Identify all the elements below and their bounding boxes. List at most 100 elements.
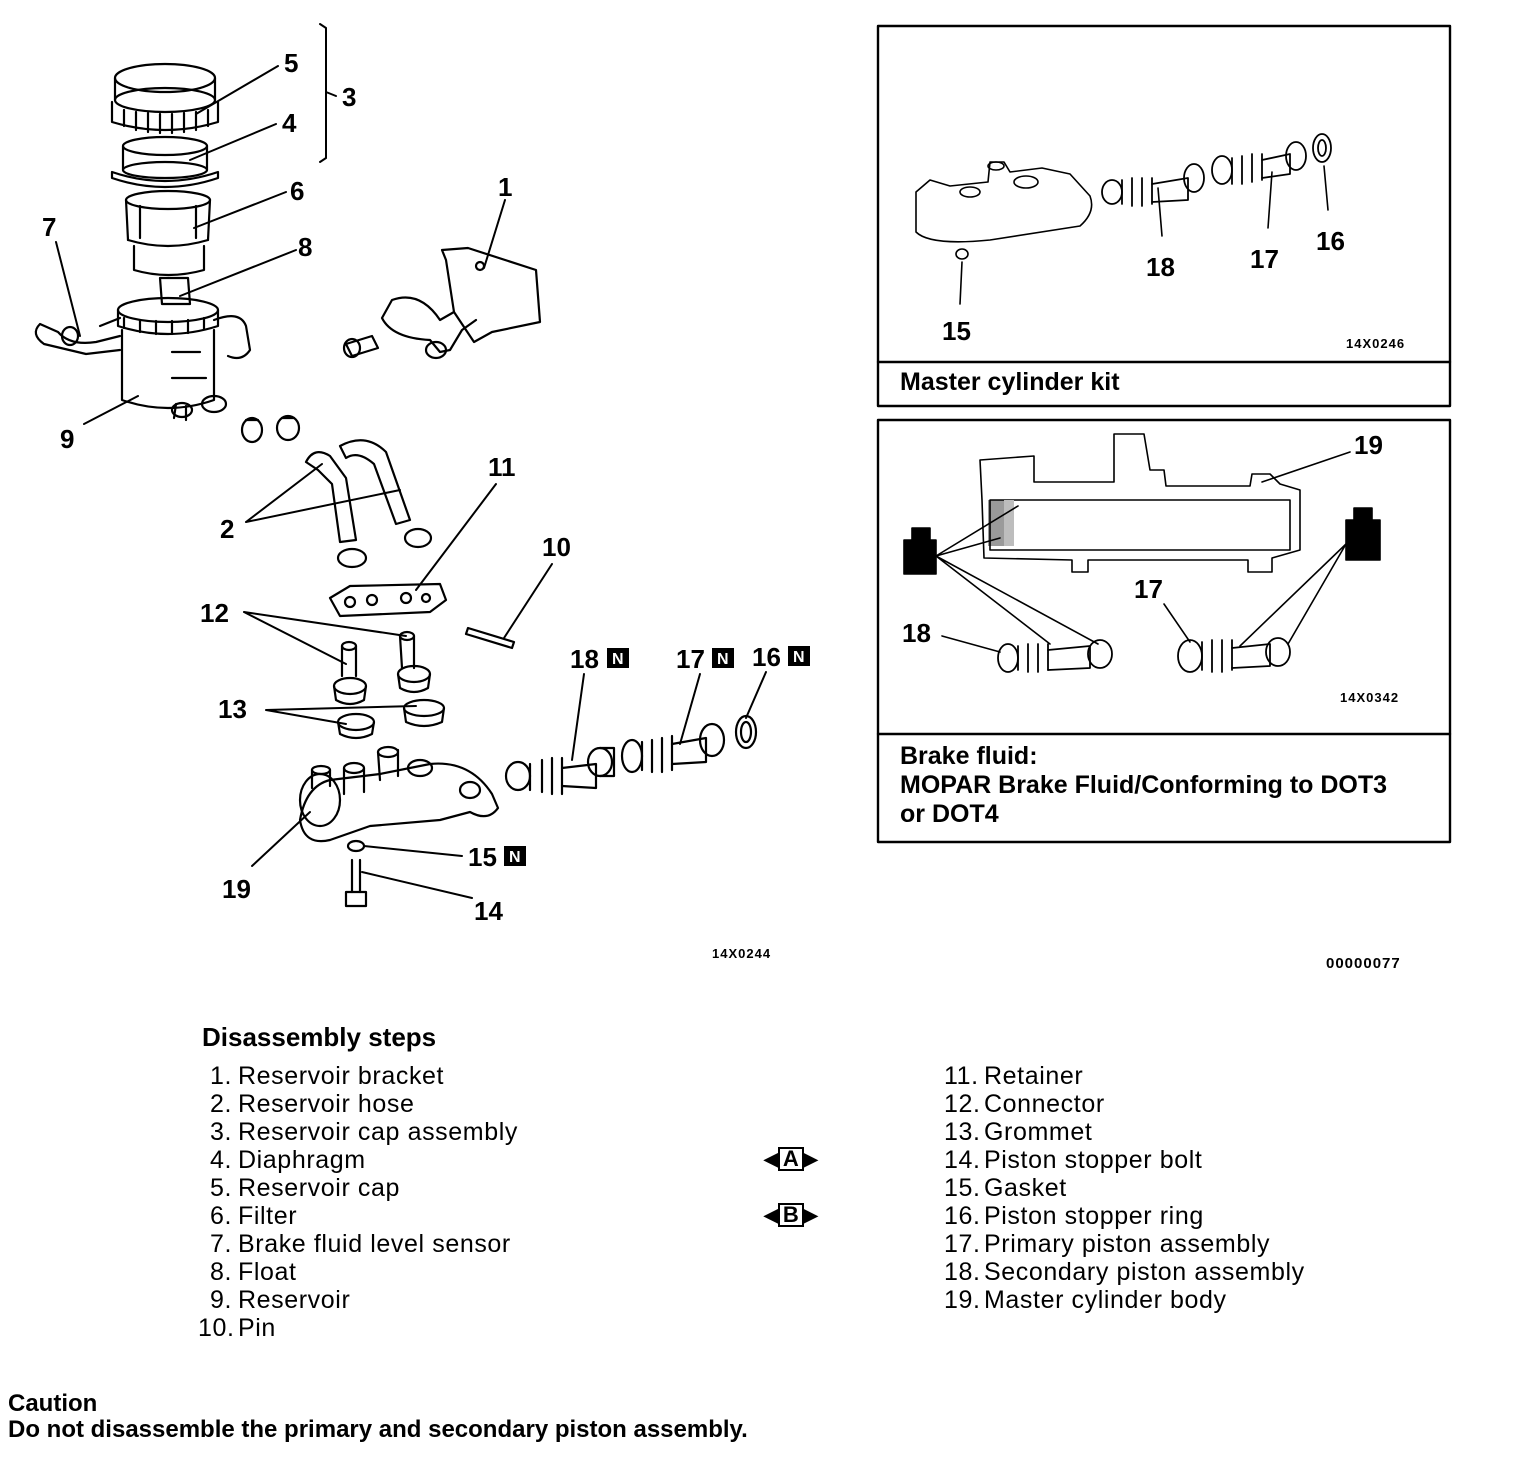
callout-4: 4 <box>282 108 297 138</box>
gasket <box>346 839 366 853</box>
callout-2: 2 <box>220 514 234 544</box>
callout-14: 14 <box>474 896 503 926</box>
callout-3: 3 <box>342 82 356 112</box>
step-item: 19.Master cylinder body <box>944 1286 1227 1314</box>
badge-15: N <box>509 849 521 866</box>
fluid-callout-17: 17 <box>1134 574 1163 604</box>
figure-code-fluid: 14X0342 <box>1340 690 1399 705</box>
step-item: 17.Primary piston assembly <box>944 1230 1271 1258</box>
fluid-callout-18: 18 <box>902 618 931 648</box>
grommets <box>336 698 446 740</box>
steps-heading: Disassembly steps <box>202 1022 437 1052</box>
diaphragm <box>110 135 220 189</box>
exploded-diagram: 5 3 4 6 1 7 8 9 11 2 10 12 13 18 17 16 1… <box>34 23 1452 972</box>
step-item: 6.Filter <box>209 1202 298 1230</box>
reservoir-cap <box>110 62 220 135</box>
badge-16: N <box>793 649 805 666</box>
triangle-left-icon: ◀ <box>764 1204 778 1225</box>
fluid-caption-line-3: or DOT4 <box>900 800 999 828</box>
leader-lines <box>55 23 767 899</box>
brake-fluid-level-sensor <box>34 316 122 356</box>
step-item: 11.Retainer <box>944 1062 1084 1090</box>
triangle-right-icon: ▶ <box>803 1148 818 1169</box>
kit-stopper-ring <box>1312 133 1332 163</box>
primary-piston-assembly <box>620 722 726 774</box>
kit-callout-18: 18 <box>1146 252 1175 282</box>
fluid-caption-line-2: MOPAR Brake Fluid/Conforming to DOT3 <box>900 771 1388 799</box>
callout-13: 13 <box>218 694 247 724</box>
fluid-primary-piston <box>1177 637 1291 673</box>
callout-1: 1 <box>498 172 512 202</box>
step-item: 9.Reservoir <box>209 1286 351 1314</box>
figure-code-main: 14X0244 <box>712 946 771 961</box>
callout-17: 17 <box>676 644 705 674</box>
steps-list-right: 11.Retainer 12.Connector 13.Grommet 14.P… <box>944 1062 1305 1314</box>
callout-8: 8 <box>298 232 312 262</box>
marker-b: ◀B▶ <box>764 1202 818 1227</box>
kit-callout-15: 15 <box>942 316 971 346</box>
step-item: 12.Connector <box>944 1090 1105 1118</box>
step-item: 2.Reservoir hose <box>209 1090 415 1118</box>
triangle-right-icon: ▶ <box>803 1204 818 1225</box>
step-item: 16.Piston stopper ring <box>944 1202 1204 1230</box>
caution-text: Do not disassemble the primary and secon… <box>8 1416 748 1443</box>
badge-18: N <box>612 651 624 668</box>
reservoir-bracket <box>342 246 542 360</box>
hose-clips <box>240 414 301 444</box>
callout-labels: 5 3 4 6 1 7 8 9 11 2 10 12 13 18 17 16 1… <box>42 48 781 926</box>
fluid-leader-lines <box>935 451 1351 653</box>
kit-box <box>876 24 1452 408</box>
caution-title: Caution <box>8 1390 98 1417</box>
callout-6: 6 <box>290 176 304 206</box>
step-item: 15.Gasket <box>944 1174 1067 1202</box>
badge-17: N <box>717 651 729 668</box>
master-cylinder-body <box>298 745 500 843</box>
triangle-left-icon: ◀ <box>764 1148 778 1169</box>
brake-fluid-bottle-left <box>903 527 937 575</box>
kit-primary-piston <box>1211 141 1307 185</box>
filter <box>124 189 212 277</box>
callout-12: 12 <box>200 598 229 628</box>
kit-callout-16: 16 <box>1316 226 1345 256</box>
reservoir <box>116 276 252 422</box>
fluid-secondary-piston <box>997 639 1113 673</box>
step-item: 7.Brake fluid level sensor <box>209 1230 511 1258</box>
callout-5: 5 <box>284 48 298 78</box>
callout-7: 7 <box>42 212 56 242</box>
step-item: 8.Float <box>209 1258 297 1286</box>
kit-leader-lines <box>959 165 1329 305</box>
marker-a: ◀A▶ <box>764 1146 818 1171</box>
kit-box-caption: Master cylinder kit <box>900 368 1120 396</box>
fluid-box <box>876 418 1452 844</box>
figure-code-kit: 14X0246 <box>1346 336 1405 351</box>
secondary-piston-assembly <box>504 746 616 796</box>
fluid-box-caption: Brake fluid: MOPAR Brake Fluid/Conformin… <box>900 742 1387 829</box>
step-item: 1.Reservoir bracket <box>209 1062 445 1090</box>
pin <box>464 626 516 650</box>
step-item: 18.Secondary piston assembly <box>944 1258 1305 1286</box>
callout-16: 16 <box>752 642 781 672</box>
step-item: 3.Reservoir cap assembly <box>209 1118 518 1146</box>
steps-list-left: 1.Reservoir bracket 2.Reservoir hose 3.R… <box>198 1062 518 1342</box>
page-code: 00000077 <box>1326 955 1401 972</box>
connectors <box>332 630 432 706</box>
new-part-badges: N N N N <box>504 646 810 866</box>
piston-stopper-bolt <box>344 858 368 908</box>
piston-stopper-ring <box>734 714 758 750</box>
kit-callout-17: 17 <box>1250 244 1279 274</box>
step-item: 14.Piston stopper bolt <box>944 1146 1203 1174</box>
step-item: 13.Grommet <box>944 1118 1093 1146</box>
step-item: 5.Reservoir cap <box>209 1174 401 1202</box>
callout-19: 19 <box>222 874 251 904</box>
kit-secondary-piston <box>1101 163 1205 207</box>
kit-body <box>915 161 1093 260</box>
brake-fluid-bottle-right <box>1345 507 1381 561</box>
callout-10: 10 <box>542 532 571 562</box>
fluid-cylinder-body <box>979 433 1301 573</box>
step-item: 10.Pin <box>198 1314 276 1342</box>
fluid-caption-line-1: Brake fluid: <box>900 742 1038 770</box>
callout-15: 15 <box>468 842 497 872</box>
reservoir-hoses <box>304 439 433 569</box>
step-item: 4.Diaphragm <box>209 1146 366 1174</box>
